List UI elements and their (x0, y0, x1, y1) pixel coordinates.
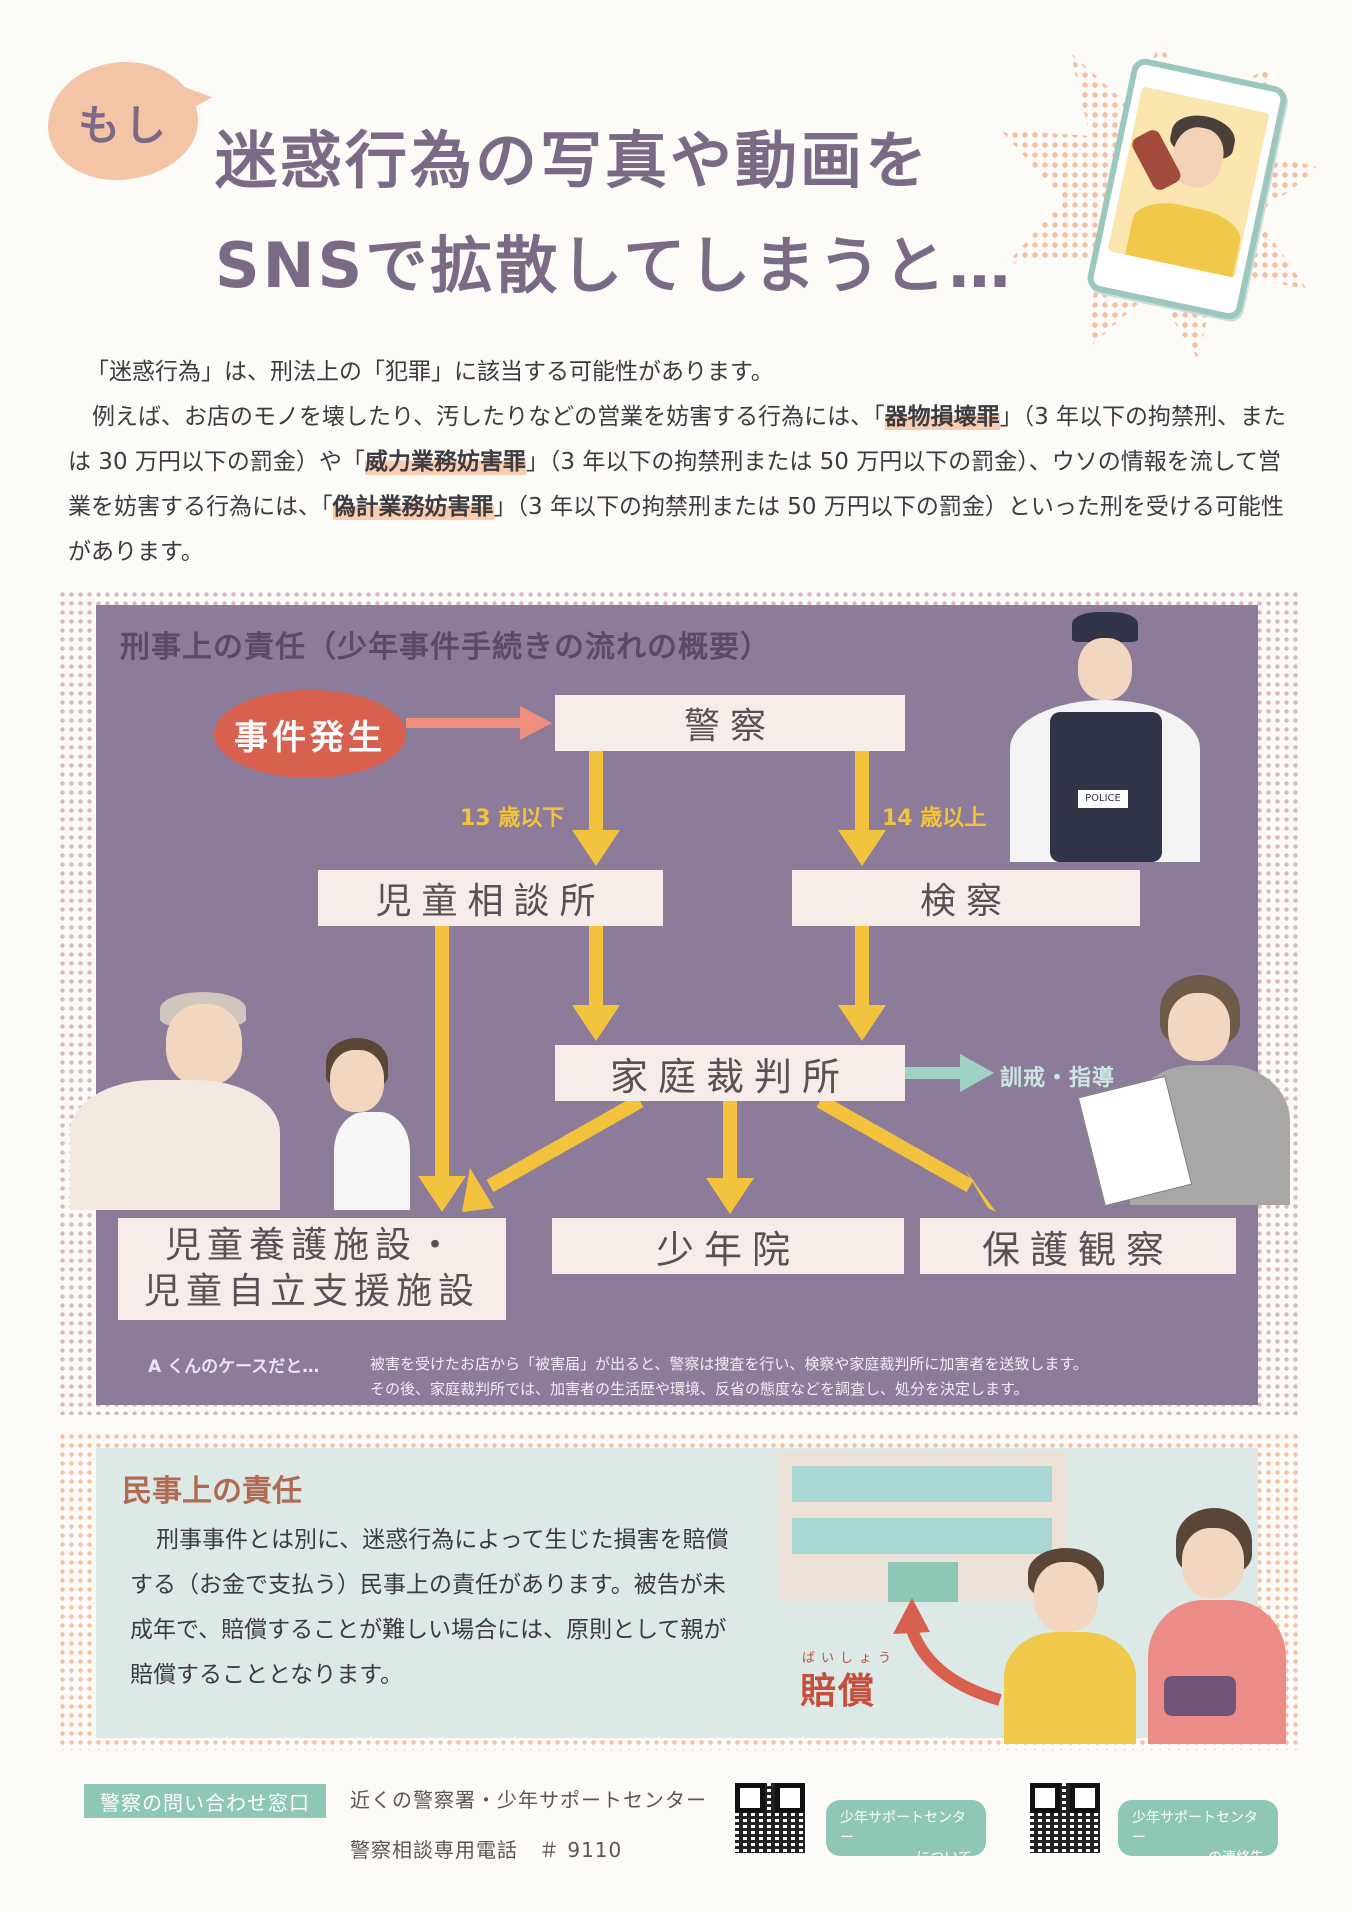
criminal-section-title: 刑事上の責任（少年事件手続きの流れの概要） (120, 630, 771, 665)
facility-line-2: 児童自立支援施設 (143, 1271, 480, 1312)
mother-with-wallet-illustration (1142, 1508, 1286, 1744)
age-label-14-over: 14 歳以上 (882, 806, 987, 831)
crime-highlight-property-damage: 器物損壊罪 (884, 404, 1000, 430)
flow-box-family-court: 家庭裁判所 (555, 1045, 905, 1101)
flow-box-child-facilities: 児童養護施設・ 児童自立支援施設 (118, 1218, 506, 1320)
adult-and-child-illustration (70, 990, 410, 1210)
qr-code-about-center[interactable] (732, 1780, 808, 1856)
warning-guidance-label: 訓戒・指導 (1000, 1066, 1116, 1091)
case-example-label: A くんのケースだと… (148, 1357, 320, 1377)
qr-code-center-contacts[interactable] (1027, 1780, 1103, 1856)
civil-section-text: 刑事事件とは別に、迷惑行為によって生じた損害を賠償する（お金で支払う）民事上の責… (130, 1518, 740, 1698)
moshi-label: もし (78, 101, 171, 150)
case-example-text: 被害を受けたお店から「被害届」が出ると、警察は捜査を行い、検察や家庭裁判所に加害… (370, 1352, 1250, 1402)
civil-paragraph: 刑事事件とは別に、迷惑行為によって生じた損害を賠償する（お金で支払う）民事上の責… (130, 1527, 729, 1688)
about-button-line-2: について (916, 1850, 972, 1866)
phone-screen-image (1107, 86, 1270, 278)
flow-box-child-guidance-center: 児童相談所 (318, 870, 663, 926)
wallet-icon (1164, 1676, 1236, 1716)
contacts-button-line-1: 少年サポートセンター (1132, 1810, 1258, 1846)
about-support-center-button[interactable]: 少年サポートセンター について (826, 1800, 986, 1866)
compensation-label: 賠償 (800, 1671, 877, 1712)
case-example-line-1: 被害を受けたお店から「被害届」が出ると、警察は捜査を行い、検察や家庭裁判所に加害… (370, 1355, 1088, 1373)
incident-occurs-badge: 事件発生 (214, 690, 406, 778)
moshi-speech-bubble (48, 62, 198, 180)
header: もし 迷惑行為の写真や動画を SNSで拡散してしまうと… (0, 0, 1352, 360)
crime-highlight-fraudulent-obstruction: 偽計業務妨害罪 (332, 494, 494, 520)
intro-paragraph-2: 例えば、お店のモノを壊したり、汚したりなどの営業を妨害する行為には、「器物損壊罪… (68, 404, 1287, 565)
contact-phone-9110: 警察相談専用電話 ＃ 9110 (350, 1838, 623, 1862)
compensation-ruby: ばいしょう (802, 1651, 898, 1666)
crime-highlight-forcible-obstruction: 威力業務妨害罪 (364, 449, 526, 475)
flow-box-reformatory: 少年院 (552, 1218, 904, 1274)
police-officer-illustration: POLICE (1000, 612, 1200, 862)
age-label-13-under: 13 歳以下 (460, 806, 565, 831)
flow-box-prosecutor: 検察 (792, 870, 1140, 926)
shop-building-illustration (778, 1452, 1066, 1602)
contacts-button-line-2: の連絡先 (1208, 1850, 1264, 1866)
support-center-contacts-button[interactable]: 少年サポートセンター の連絡先 (1118, 1800, 1278, 1866)
flow-box-probation: 保護観察 (920, 1218, 1236, 1274)
intro-paragraph-1: 「迷惑行為」は、刑法上の「犯罪」に該当する可能性があります。 (86, 359, 774, 385)
counselor-with-document-illustration (1077, 975, 1290, 1207)
police-contact-badge: 警察の問い合わせ窓口 (84, 1784, 326, 1818)
page-title-line1: 迷惑行為の写真や動画を (215, 124, 931, 197)
worried-boy-illustration (1004, 1548, 1136, 1744)
civil-section-title: 民事上の責任 (122, 1474, 302, 1509)
contact-police-station: 近くの警察署・少年サポートセンター (350, 1788, 707, 1812)
page-title-line2: SNSで拡散してしまうと… (215, 229, 1014, 302)
intro-text: 「迷惑行為」は、刑法上の「犯罪」に該当する可能性があります。 例えば、お店のモノ… (68, 350, 1298, 575)
facility-line-1: 児童養護施設・ (164, 1225, 459, 1266)
case-example-line-2: その後、家庭裁判所では、加害者の生活歴や環境、反省の態度などを調査し、処分を決定… (370, 1380, 1029, 1398)
flow-box-police: 警察 (555, 695, 905, 751)
about-button-line-1: 少年サポートセンター (840, 1810, 966, 1846)
